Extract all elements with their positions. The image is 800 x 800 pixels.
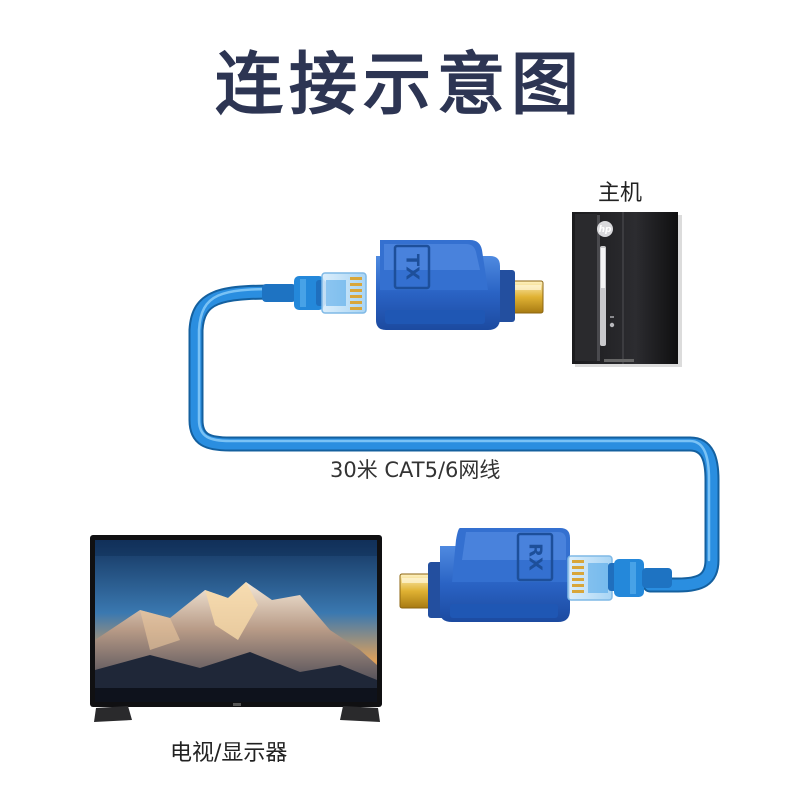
hp-logo-text: hp [599,225,612,235]
tx-badge: TX [402,254,423,280]
rx-badge: RX [525,543,546,571]
tx-adapter: TX [376,240,543,330]
tv-monitor [90,535,382,722]
rj45-plug-top [262,273,366,313]
pc-tower-host: hp [572,212,682,367]
rx-adapter: RX [400,528,570,622]
rj45-plug-bottom [568,556,672,600]
